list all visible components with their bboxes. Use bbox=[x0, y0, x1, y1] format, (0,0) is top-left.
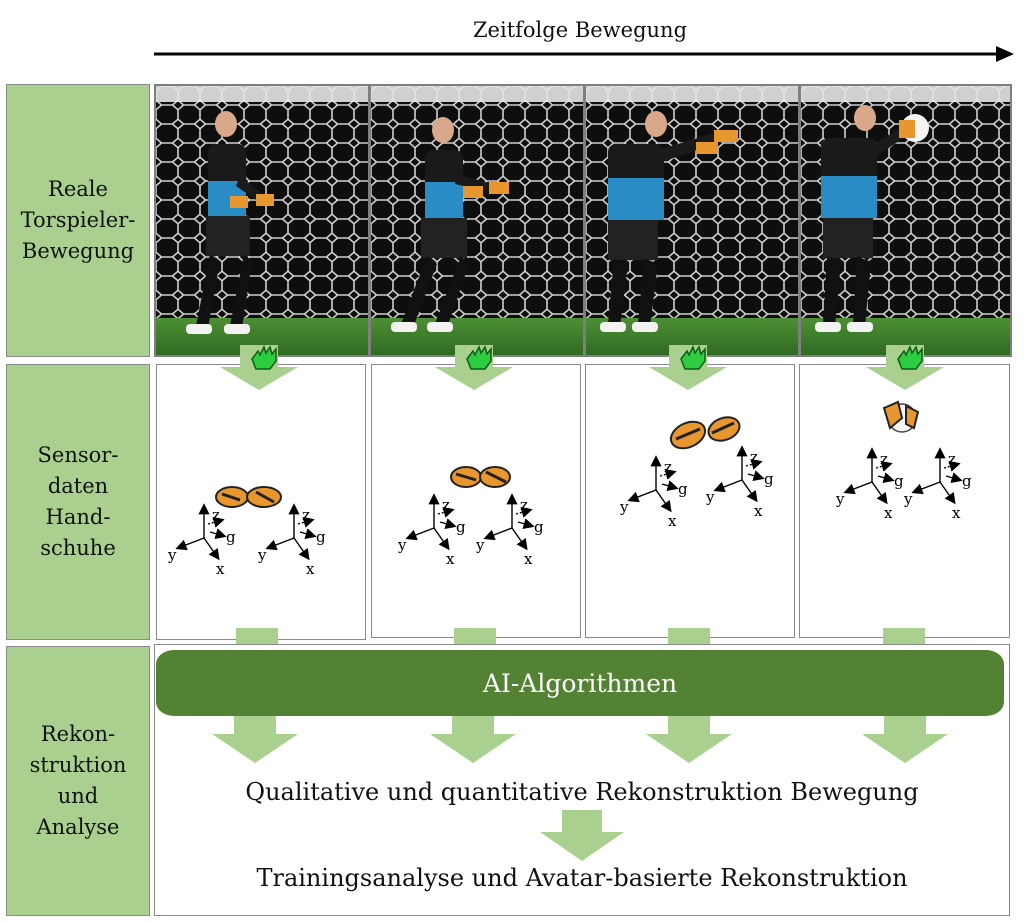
row-label-movement: Reale Torspieler- Bewegung bbox=[6, 84, 150, 357]
sensor-panel-3 bbox=[585, 364, 795, 638]
ai-output-arrow-2 bbox=[430, 716, 516, 763]
photo-frame-1 bbox=[154, 84, 370, 357]
axis-label: x bbox=[446, 550, 455, 564]
axis-label: g bbox=[534, 518, 544, 536]
axis-triad-icon: zg y x bbox=[258, 503, 326, 574]
axis-label: x bbox=[884, 504, 893, 518]
photo-frame-4 bbox=[799, 84, 1012, 357]
axis-label: x bbox=[524, 550, 533, 564]
ai-algorithms-label: AI-Algorithmen bbox=[482, 668, 678, 698]
axis-label: x bbox=[668, 512, 677, 526]
gloves-sensor-icon bbox=[215, 486, 282, 508]
axis-label: x bbox=[216, 560, 225, 574]
ai-output-arrow-4 bbox=[862, 716, 948, 763]
axis-label: z bbox=[212, 506, 220, 524]
analysis-text: Trainingsanalyse und Avatar-basierte Rek… bbox=[256, 864, 908, 892]
axis-label: z bbox=[948, 450, 956, 468]
photo-frame-3 bbox=[584, 84, 800, 357]
row-label-movement-text: Reale Torspieler- Bewegung bbox=[20, 177, 136, 263]
timeline-title: Zeitfolge Bewegung bbox=[472, 18, 688, 42]
gloves-sensor-icon bbox=[882, 400, 920, 433]
goalkeeper-image-1 bbox=[156, 86, 368, 355]
goalkeeper-image-4 bbox=[801, 86, 1010, 355]
axis-triad-icon: zg y x bbox=[904, 447, 972, 518]
photo-frame-2 bbox=[369, 84, 585, 357]
axis-label: g bbox=[894, 472, 904, 490]
axis-label: g bbox=[316, 528, 326, 546]
reconstruction-to-analysis-arrow bbox=[540, 810, 624, 861]
axis-label: g bbox=[226, 528, 236, 546]
axis-label: z bbox=[750, 448, 758, 466]
axis-triad-icon: zg y x bbox=[168, 503, 236, 574]
ai-output-arrow-1 bbox=[212, 716, 298, 763]
axis-label: g bbox=[764, 470, 774, 488]
row-label-sensor-text: Sensor- daten Hand- schuhe bbox=[37, 443, 119, 560]
axis-label: y bbox=[836, 490, 845, 508]
ai-algorithms-bar: AI-Algorithmen bbox=[156, 650, 1004, 716]
axis-label: z bbox=[442, 496, 450, 514]
axis-label: z bbox=[302, 506, 310, 524]
axis-triad-icon: zg y x bbox=[836, 447, 904, 518]
axis-label: y bbox=[706, 488, 715, 506]
axis-label: x bbox=[306, 560, 315, 574]
axis-label: y bbox=[620, 498, 629, 516]
axis-label: y bbox=[476, 536, 485, 554]
axis-label: y bbox=[168, 546, 177, 564]
axis-triad-icon: zg y x bbox=[476, 493, 544, 564]
glove-icon bbox=[251, 345, 277, 370]
axis-triad-icon: zg y x bbox=[620, 455, 688, 526]
gloves-sensor-icon bbox=[669, 416, 741, 450]
axis-label: g bbox=[678, 480, 688, 498]
row-label-analysis-text: Rekon- struktion und Analyse bbox=[29, 722, 127, 839]
glove-icon bbox=[466, 345, 492, 370]
axis-label: z bbox=[664, 458, 672, 476]
row-label-sensor: Sensor- daten Hand- schuhe bbox=[6, 364, 150, 640]
ai-output-arrow-3 bbox=[646, 716, 732, 763]
axis-label: g bbox=[962, 472, 972, 490]
glove-icon bbox=[897, 345, 923, 370]
axis-triad-icon: zg y x bbox=[706, 445, 774, 516]
axis-label: g bbox=[456, 518, 466, 536]
axis-label: y bbox=[398, 536, 407, 554]
axis-label: z bbox=[880, 450, 888, 468]
axis-label: x bbox=[952, 504, 961, 518]
timeline-arrow-icon bbox=[154, 46, 1014, 62]
axis-label: y bbox=[258, 546, 267, 564]
axis-label: z bbox=[520, 496, 528, 514]
axis-triad-icon: zg y x bbox=[398, 493, 466, 564]
goalkeeper-image-3 bbox=[586, 86, 798, 355]
axis-label: x bbox=[754, 502, 763, 516]
gloves-sensor-icon bbox=[450, 466, 511, 488]
reconstruction-text: Qualitative und quantitative Rekonstrukt… bbox=[245, 778, 919, 806]
row-label-analysis: Rekon- struktion und Analyse bbox=[6, 646, 150, 916]
glove-icon bbox=[680, 345, 706, 370]
goalkeeper-image-2 bbox=[371, 86, 583, 355]
axis-label: y bbox=[904, 490, 913, 508]
